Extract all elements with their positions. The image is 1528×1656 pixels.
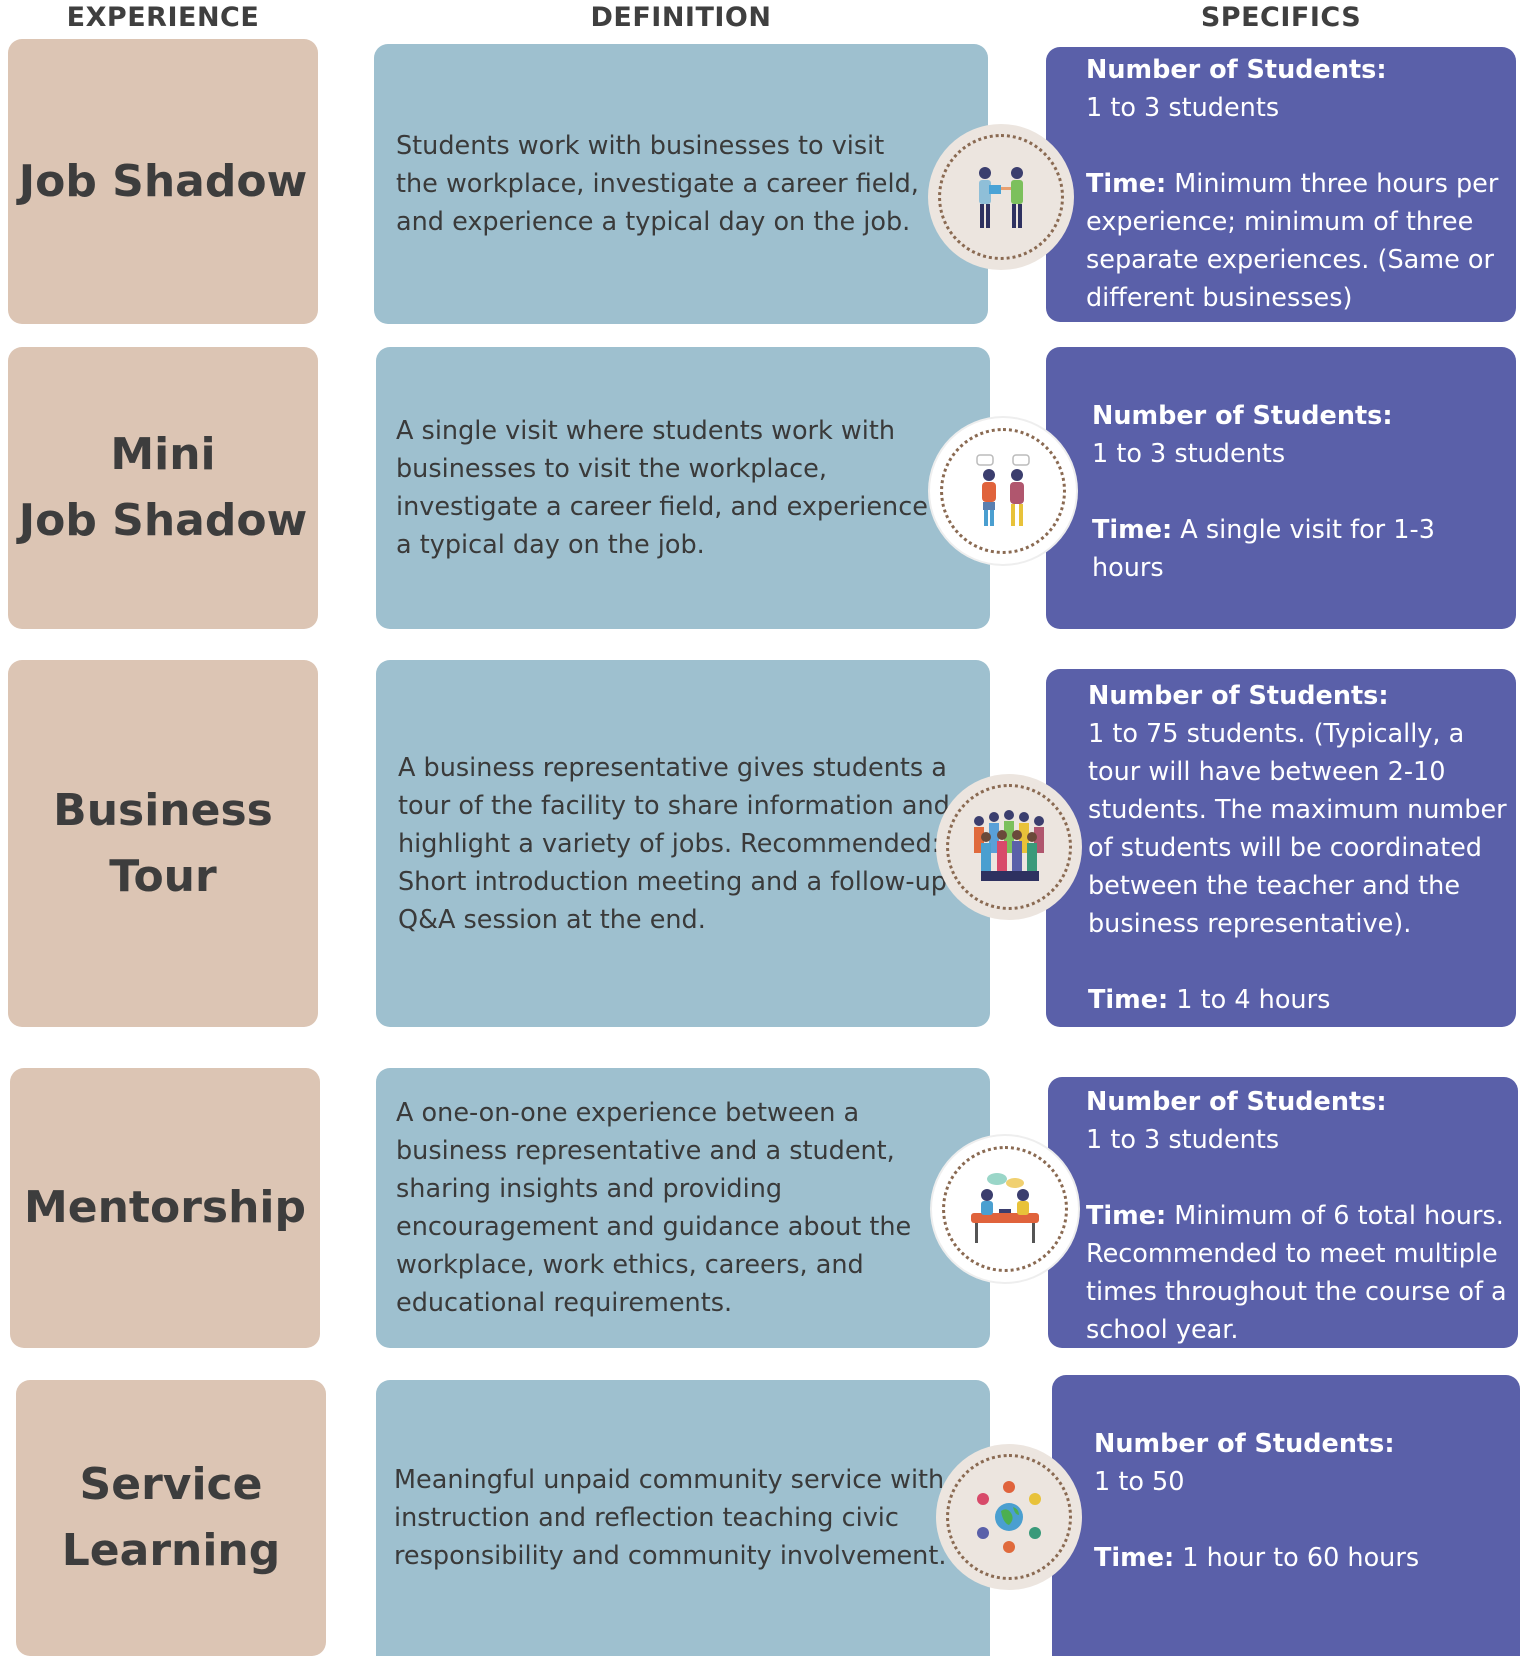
- specifics-service-learning: Number of Students: 1 to 50 Time: 1 hour…: [1052, 1375, 1520, 1656]
- experience-title-line-1: Business: [53, 784, 273, 836]
- crowd-icon: [936, 774, 1082, 920]
- globe-community-icon: [936, 1444, 1082, 1590]
- definition-mentorship: A one-on-one experience between a busine…: [376, 1068, 990, 1348]
- experience-title: Job Shadow: [18, 155, 308, 207]
- definition-job-shadow: Students work with businesses to visit t…: [374, 44, 988, 324]
- experience-title-line-2: Tour: [109, 850, 217, 902]
- definition-text: A single visit where students work with …: [396, 416, 928, 560]
- two-people-seated-conversation-icon: [932, 1136, 1078, 1282]
- students-label: Number of Students:: [1088, 681, 1389, 711]
- time-line: Time: Minimum three hours per experience…: [1086, 169, 1499, 313]
- experience-service-learning: Service Learning: [16, 1380, 326, 1656]
- definition-text: A one-on-one experience between a busine…: [396, 1098, 912, 1318]
- students-value: 1 to 3 students: [1092, 439, 1286, 469]
- students-value: 1 to 75 students. (Typically, a tour wil…: [1088, 719, 1507, 939]
- experience-title-line-2: Learning: [61, 1525, 281, 1576]
- experience-mentorship: Mentorship: [10, 1068, 320, 1348]
- experience-title-line-1: Mini: [110, 429, 216, 480]
- experience-title: Mentorship: [23, 1182, 306, 1233]
- definition-service-learning: Meaningful unpaid community service with…: [376, 1380, 990, 1656]
- experience-job-shadow: Job Shadow: [8, 39, 318, 324]
- definition-business-tour: A business representative gives students…: [376, 660, 990, 1027]
- specifics-job-shadow: Number of Students: 1 to 3 students Time…: [1046, 47, 1516, 322]
- two-people-chatting-icon: [930, 418, 1076, 564]
- specifics-mini-job-shadow: Number of Students: 1 to 3 students Time…: [1046, 347, 1516, 629]
- header-specifics: SPECIFICS: [1200, 2, 1362, 33]
- students-label: Number of Students:: [1086, 55, 1387, 85]
- header-experience: EXPERIENCE: [66, 2, 260, 33]
- students-label: Number of Students:: [1094, 1429, 1395, 1459]
- students-label: Number of Students:: [1086, 1087, 1387, 1117]
- experience-mini-job-shadow: Mini Job Shadow: [8, 347, 318, 629]
- experience-business-tour: Business Tour: [8, 660, 318, 1027]
- specifics-business-tour: Number of Students: 1 to 75 students. (T…: [1046, 669, 1516, 1027]
- header-definition: DEFINITION: [590, 2, 772, 33]
- experience-title-line-2: Job Shadow: [18, 495, 308, 546]
- definition-text: Students work with businesses to visit t…: [396, 131, 919, 237]
- students-value: 1 to 3 students: [1086, 93, 1280, 123]
- students-value: 1 to 50: [1094, 1467, 1185, 1497]
- students-value: 1 to 3 students: [1086, 1125, 1280, 1155]
- time-line: Time: A single visit for 1-3 hours: [1092, 515, 1435, 583]
- specifics-mentorship: Number of Students: 1 to 3 students Time…: [1048, 1077, 1518, 1348]
- definition-mini-job-shadow: A single visit where students work with …: [376, 347, 990, 629]
- time-line: Time: 1 to 4 hours: [1088, 985, 1331, 1015]
- definition-text: Meaningful unpaid community service with…: [394, 1465, 947, 1571]
- time-line: Time: 1 hour to 60 hours: [1094, 1543, 1420, 1573]
- students-label: Number of Students:: [1092, 401, 1393, 431]
- definition-text: A business representative gives students…: [398, 752, 950, 935]
- experience-title-line-1: Service: [79, 1459, 263, 1510]
- time-line: Time: Minimum of 6 total hours. Recommen…: [1086, 1201, 1507, 1345]
- two-people-talking-icon: [928, 124, 1074, 270]
